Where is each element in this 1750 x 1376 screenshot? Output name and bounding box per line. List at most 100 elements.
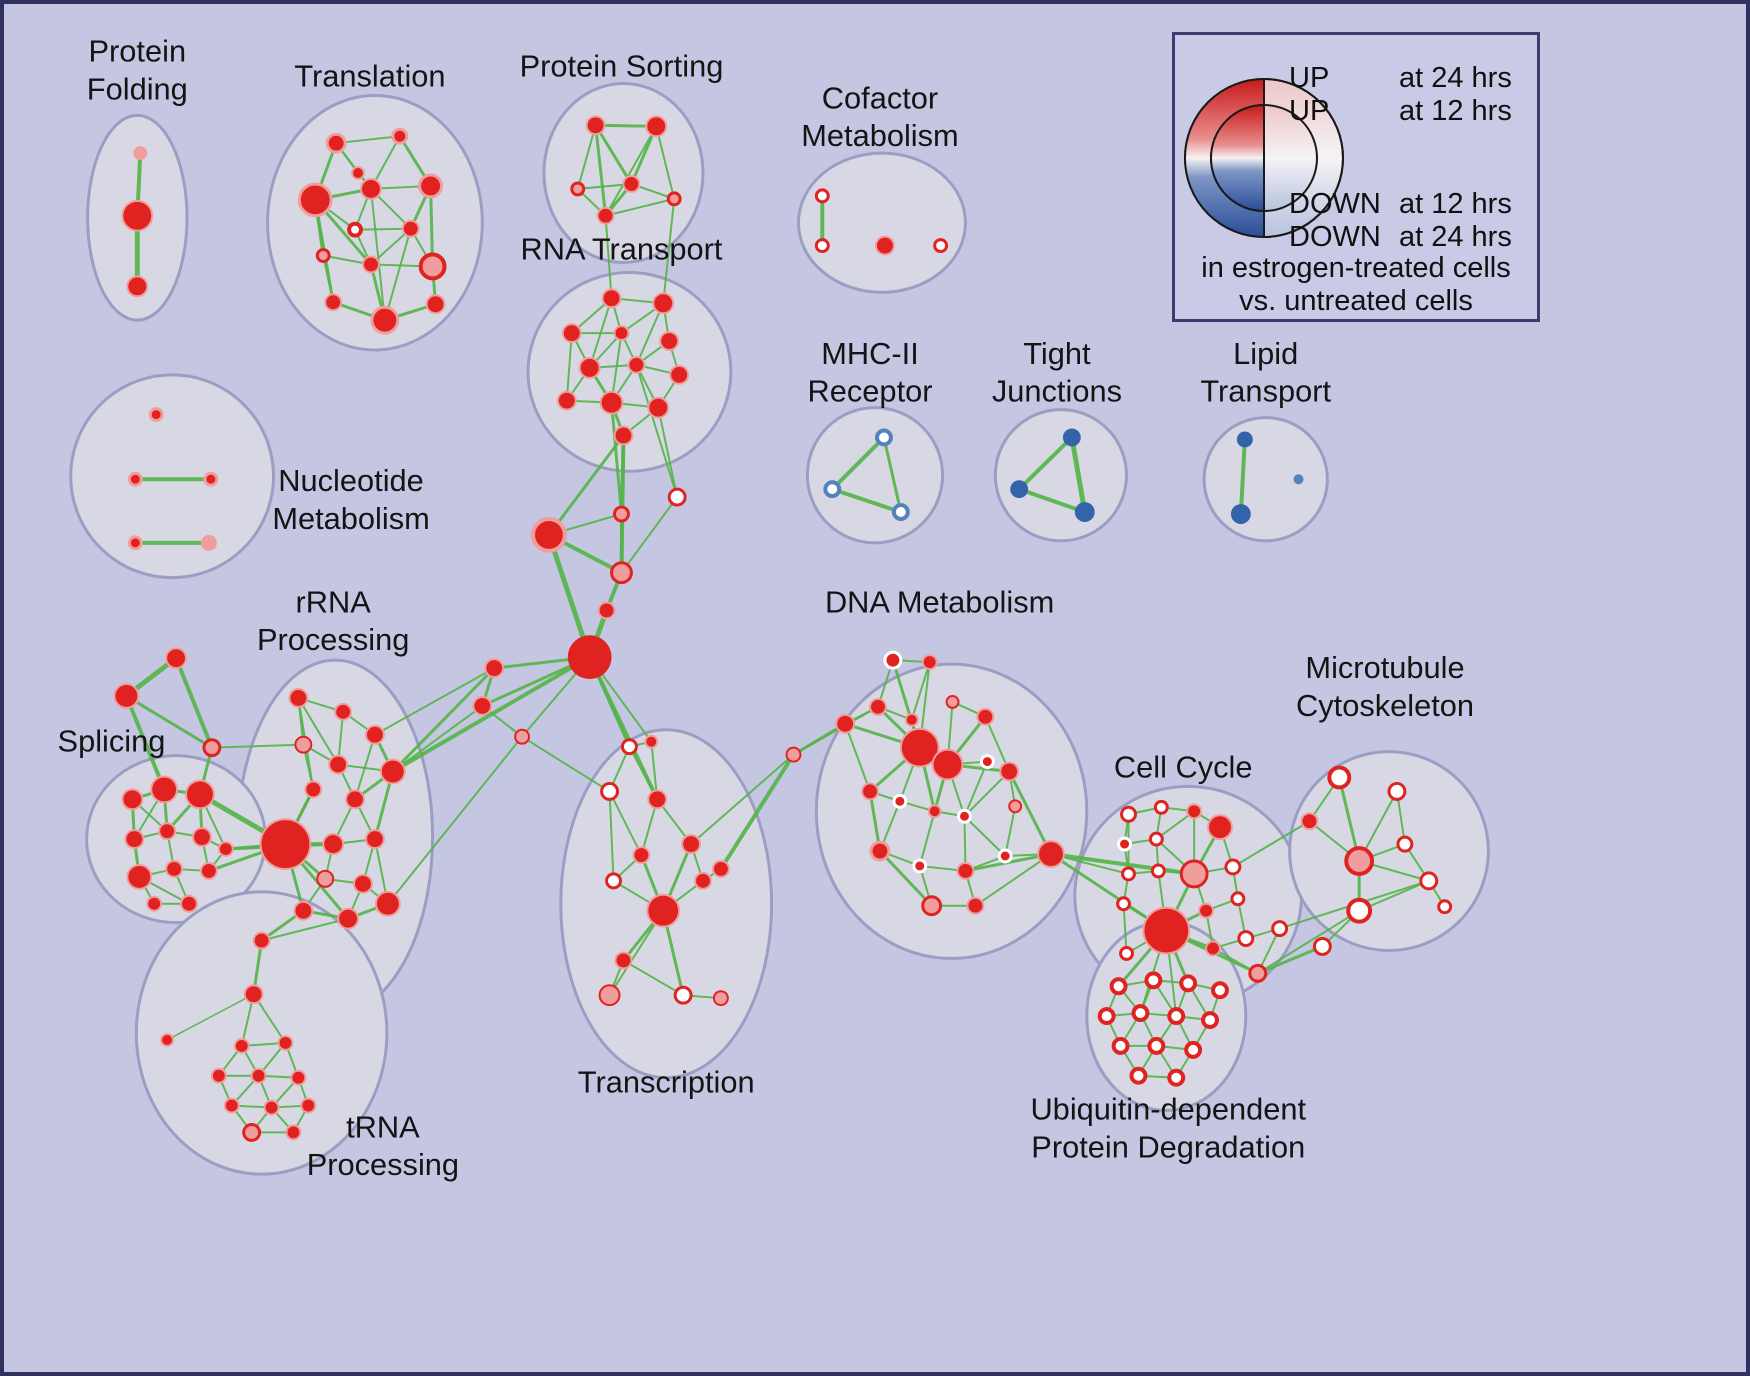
network-edge	[391, 704, 484, 773]
legend-up-24-time: at 24 hrs	[1399, 62, 1512, 94]
network-node	[570, 181, 586, 197]
network-node	[124, 829, 145, 850]
network-node	[325, 132, 347, 154]
network-node	[666, 191, 682, 207]
network-node	[681, 834, 702, 855]
network-node	[353, 873, 373, 894]
network-edge	[657, 406, 679, 499]
network-edge	[1017, 435, 1074, 492]
network-node	[596, 206, 615, 225]
network-node	[711, 859, 730, 878]
network-node	[133, 146, 148, 161]
network-node	[1344, 846, 1375, 876]
network-edge	[910, 661, 931, 721]
network-node	[294, 735, 313, 754]
network-edge	[1238, 437, 1247, 517]
network-edge	[1256, 944, 1324, 975]
network-node	[869, 697, 887, 716]
network-node	[1207, 814, 1233, 841]
legend-up-12-direction: UP	[1289, 95, 1330, 127]
network-edge	[1004, 805, 1017, 858]
network-node	[127, 535, 143, 551]
cluster-label-rna-transport: RNA Transport	[520, 232, 722, 267]
network-node	[1396, 835, 1414, 853]
network-edge	[620, 496, 679, 574]
network-node	[933, 238, 949, 254]
network-node	[1387, 781, 1407, 801]
legend-down-24-time: at 24 hrs	[1399, 221, 1512, 253]
network-node	[223, 1097, 240, 1114]
network-node	[899, 727, 940, 768]
network-node	[180, 894, 198, 913]
network-node	[160, 1032, 175, 1047]
network-node	[892, 793, 908, 809]
network-node	[1237, 930, 1255, 947]
cluster-label-tight-junctions: Tight	[1023, 336, 1091, 371]
network-node	[233, 1037, 250, 1054]
cluster-label-trna-processing: tRNA	[346, 1109, 420, 1144]
network-node	[191, 827, 212, 848]
network-node	[531, 517, 567, 553]
network-edge	[604, 197, 676, 217]
legend-subtitle-line1: in estrogen-treated cells	[1201, 252, 1511, 284]
network-node	[210, 1067, 227, 1084]
network-node	[835, 713, 856, 734]
network-node	[600, 781, 619, 801]
network-node	[243, 984, 264, 1005]
network-node	[121, 199, 154, 232]
network-edge	[635, 363, 679, 499]
network-node	[1150, 863, 1166, 879]
network-node	[1346, 897, 1373, 924]
network-node	[599, 390, 624, 415]
network-node	[567, 635, 612, 680]
network-node	[1236, 431, 1253, 448]
cluster-microtubule-cytoskeleton	[1288, 750, 1490, 952]
network-edge	[1048, 852, 1197, 876]
cluster-nucleotide-metabolism	[69, 373, 276, 580]
network-node	[391, 127, 409, 145]
network-node	[627, 355, 646, 374]
network-edge	[655, 125, 676, 200]
network-node	[146, 895, 163, 912]
network-edge	[174, 656, 214, 750]
network-node	[300, 1097, 317, 1114]
network-edge	[963, 815, 1007, 858]
network-node	[277, 1034, 294, 1051]
network-node	[1186, 803, 1203, 820]
legend-subtitle-line2: vs. untreated cells	[1239, 285, 1473, 317]
network-node	[1148, 831, 1164, 847]
cluster-label-microtubule-cytoskeleton: Microtubule	[1305, 650, 1464, 685]
network-edge	[830, 487, 903, 515]
network-node	[484, 658, 505, 679]
network-node	[652, 292, 675, 315]
network-node	[1153, 799, 1169, 815]
network-edge	[547, 433, 625, 537]
network-node	[814, 238, 830, 254]
network-node	[622, 175, 641, 193]
cluster-label-rrna-processing: rRNA	[296, 584, 372, 619]
network-node	[613, 505, 630, 523]
network-node	[263, 1099, 280, 1116]
network-node	[150, 775, 179, 804]
network-edge	[166, 993, 255, 1041]
network-edge	[718, 752, 796, 871]
network-node	[293, 900, 314, 921]
network-node	[1037, 840, 1065, 868]
network-node	[945, 694, 960, 709]
network-edge	[878, 849, 934, 908]
network-node	[1074, 502, 1095, 522]
network-node	[620, 738, 638, 756]
network-node	[316, 869, 335, 888]
network-edge	[608, 790, 643, 857]
network-node	[288, 688, 309, 708]
network-node	[297, 182, 333, 218]
network-node	[1179, 974, 1198, 993]
network-node	[673, 985, 693, 1005]
network-edge	[1122, 902, 1128, 955]
network-node	[613, 425, 634, 446]
cluster-label-microtubule-cytoskeleton: Cytoskeleton	[1296, 688, 1474, 723]
cluster-label-splicing: Splicing	[58, 724, 166, 759]
cluster-label-mhc-ii-receptor: MHC-II	[821, 336, 919, 371]
network-node	[1327, 765, 1352, 790]
network-edge	[335, 135, 401, 145]
